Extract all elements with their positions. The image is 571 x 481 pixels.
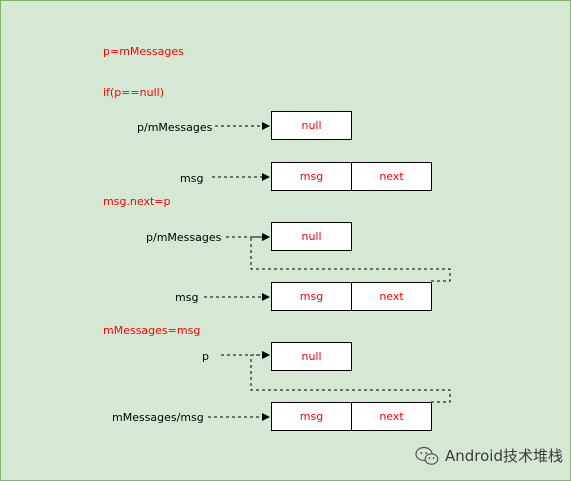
label-s1-pointer: p/mMessages <box>137 121 213 134</box>
node-s3-msg: msg <box>271 402 352 431</box>
code-step-3: mMessages=msg <box>103 324 201 337</box>
arrow-s2-next-to-null <box>250 233 451 282</box>
node-s2-next: next <box>351 282 432 311</box>
node-s1-null: null <box>271 111 352 140</box>
node-s1-next: next <box>351 162 432 191</box>
label-s2-msg: msg <box>175 291 199 304</box>
label-s3-pointer: p <box>202 350 209 363</box>
code-step-1: p=mMessages <box>103 45 184 58</box>
label-s1-msg: msg <box>180 172 204 185</box>
code-step-1-condition: if(p==null) <box>103 86 164 99</box>
node-s3-next: next <box>351 402 432 431</box>
node-s1-msg: msg <box>271 162 352 191</box>
watermark: Android技术堆栈 <box>415 445 563 466</box>
label-s2-pointer: p/mMessages <box>146 231 222 244</box>
node-s2-msg: msg <box>271 282 352 311</box>
node-s2-null: null <box>271 222 352 251</box>
node-s3-null: null <box>271 342 352 371</box>
watermark-text: Android技术堆栈 <box>445 447 563 465</box>
code-step-2: msg.next=p <box>103 195 171 208</box>
label-s3-msg: mMessages/msg <box>112 411 204 424</box>
wechat-logo-icon <box>415 446 439 465</box>
